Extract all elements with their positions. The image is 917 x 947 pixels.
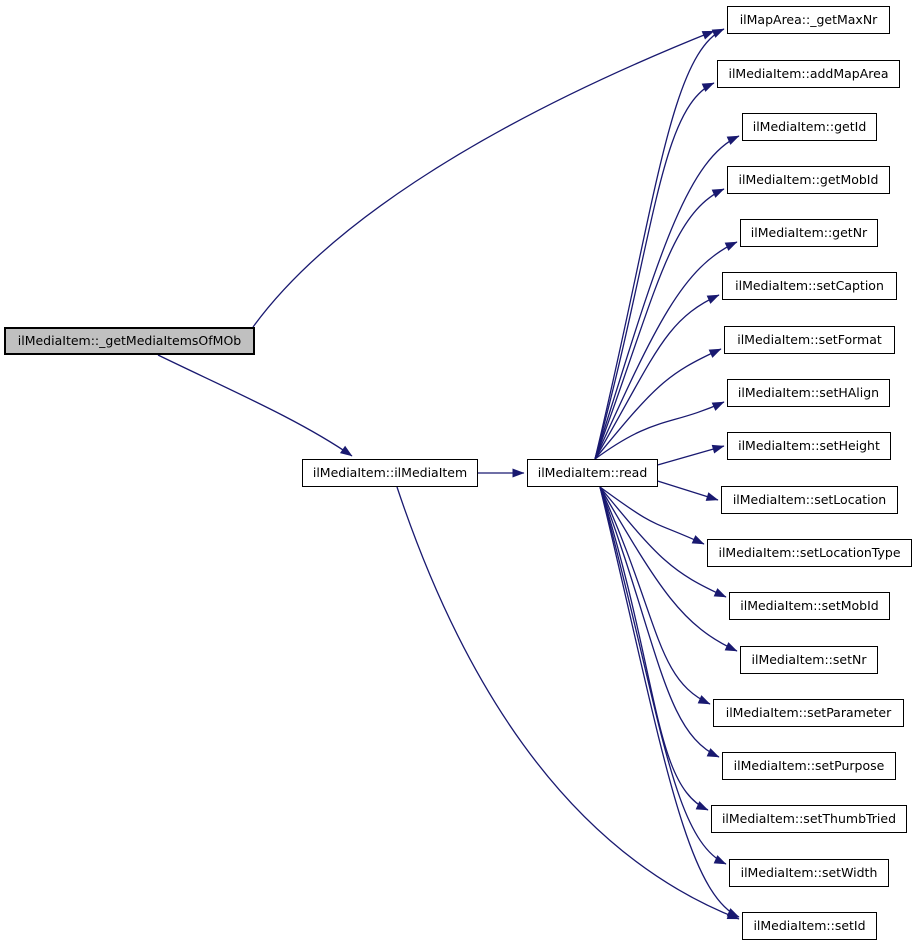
graph-node-setheight[interactable]: ilMediaItem::setHeight (727, 432, 891, 460)
edge-read-setnr (599, 486, 738, 652)
edge-read-setformat (594, 348, 722, 460)
edge-read-setpurpose (599, 486, 720, 758)
edge-read-setthumbtried (599, 486, 709, 811)
graph-node-setnr[interactable]: ilMediaItem::setNr (740, 646, 878, 674)
edge-read-maxnr (594, 28, 725, 460)
graph-node-root: ilMediaItem::_getMediaItemsOfMOb (4, 327, 255, 355)
edge-read-setmobid (599, 486, 727, 598)
graph-node-setcaption[interactable]: ilMediaItem::setCaption (722, 272, 897, 300)
graph-node-setthumbtried[interactable]: ilMediaItem::setThumbTried (711, 805, 907, 833)
graph-node-setlocationtype[interactable]: ilMediaItem::setLocationType (707, 539, 912, 567)
graph-node-setlocation[interactable]: ilMediaItem::setLocation (721, 486, 898, 514)
graph-node-setmobid[interactable]: ilMediaItem::setMobId (729, 592, 890, 620)
edge-root-maxnr (252, 30, 715, 328)
edge-read-getmobid (594, 188, 725, 460)
graph-node-getid[interactable]: ilMediaItem::getId (742, 113, 877, 141)
graph-node-maxnr[interactable]: ilMapArea::_getMaxNr (727, 6, 890, 34)
edge-read-setlocationtype (599, 486, 705, 545)
edge-read-setwidth (599, 486, 727, 865)
edge-read-getnr (594, 241, 738, 460)
edge-read-addmaparea (594, 82, 715, 460)
graph-node-getnr[interactable]: ilMediaItem::getNr (740, 219, 878, 247)
graph-node-setparameter[interactable]: ilMediaItem::setParameter (713, 699, 904, 727)
graph-node-addmaparea[interactable]: ilMediaItem::addMapArea (717, 60, 900, 88)
edge-read-setheight (657, 444, 725, 466)
edge-read-setcaption (594, 294, 720, 460)
edge-ctor-setid (396, 486, 740, 920)
graph-node-read[interactable]: ilMediaItem::read (527, 459, 658, 487)
edge-read-setparameter (599, 486, 711, 705)
graph-node-ctor[interactable]: ilMediaItem::ilMediaItem (302, 459, 478, 487)
graph-node-setpurpose[interactable]: ilMediaItem::setPurpose (722, 752, 896, 780)
edge-read-getid (594, 135, 740, 460)
graph-node-setid[interactable]: ilMediaItem::setId (742, 912, 877, 940)
graph-node-setformat[interactable]: ilMediaItem::setFormat (724, 326, 895, 354)
edge-read-sethalign (594, 401, 725, 460)
graph-node-sethalign[interactable]: ilMediaItem::setHAlign (727, 379, 890, 407)
graph-node-setwidth[interactable]: ilMediaItem::setWidth (729, 859, 889, 887)
edge-read-setlocation (657, 480, 719, 501)
edge-root-ctor (157, 354, 353, 457)
graph-node-getmobid[interactable]: ilMediaItem::getMobId (727, 166, 890, 194)
edge-read-setid (599, 486, 740, 918)
